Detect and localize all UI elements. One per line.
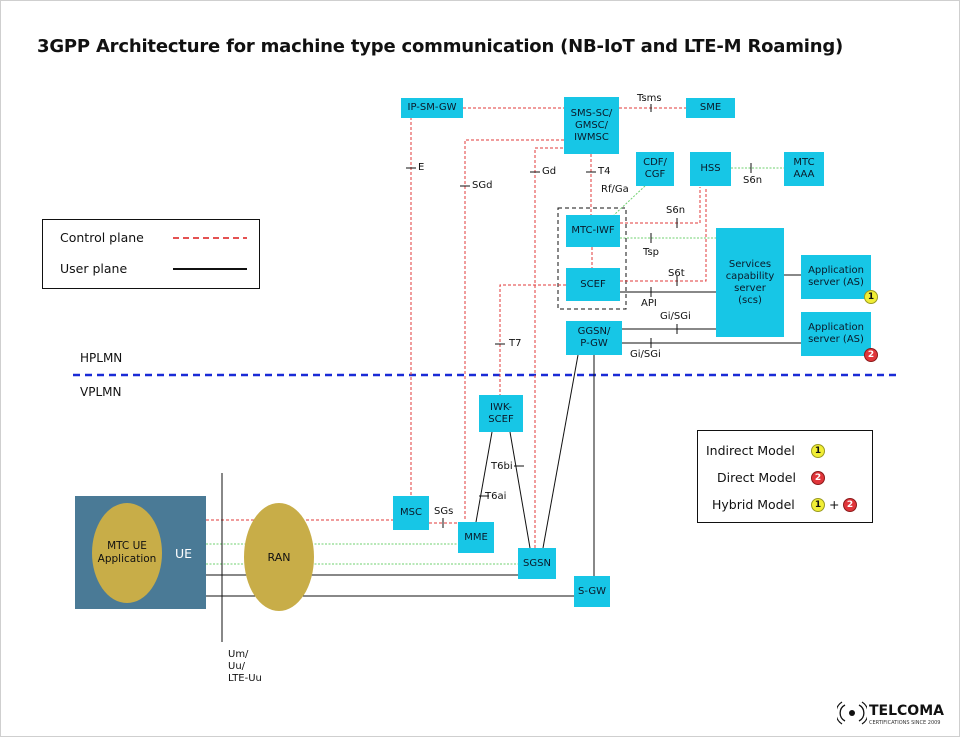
logo-tagline: CERTIFICATIONS SINCE 2009 [869, 720, 941, 726]
s6t-label: S6t [668, 268, 685, 279]
sgsn-node: SGSN [518, 548, 556, 579]
gi-sgi-label-2: Gi/SGi [630, 349, 661, 360]
hybrid-plus-sign: + [829, 497, 840, 512]
scef-node: SCEF [566, 268, 620, 301]
gd-label: Gd [542, 166, 557, 177]
um-uu-lte-uu-label: Um/ Uu/ LTE-Uu [228, 649, 262, 684]
mtc-aaa-node: MTC AAA [784, 152, 824, 186]
ue-label: UE [175, 546, 193, 561]
services-capability-server-node: Services capability server (scs) [716, 228, 784, 337]
sgs-label: SGs [434, 506, 454, 517]
application-server-2-node: Application server (AS) [801, 312, 871, 356]
tsp-label: Tsp [643, 247, 660, 258]
application-server-1-node: Application server (AS) [801, 255, 871, 299]
models-legend: Indirect Model 1 Direct Model 2 Hybrid M… [697, 430, 873, 523]
hss-node: HSS [690, 152, 731, 186]
vplmn-label: VPLMN [80, 385, 122, 399]
sms-sc-node: SMS-SC/ GMSC/ IWMSC [564, 97, 619, 154]
ip-sm-gw-node: IP-SM-GW [401, 98, 463, 118]
user-plane-label: User plane [60, 261, 128, 276]
hybrid-model-badge-1: 1 [811, 498, 825, 512]
control-plane-label: Control plane [60, 230, 144, 245]
hplmn-label: HPLMN [80, 351, 123, 365]
rf-ga-label: Rf/Ga [601, 184, 629, 195]
t7-label: T7 [509, 338, 522, 349]
mtc-ue-application: MTC UE Application [92, 503, 162, 603]
mme-node: MME [458, 522, 494, 553]
mtc-iwf-node: MTC-IWF [566, 215, 620, 247]
direct-model-badge: 2 [811, 471, 825, 485]
indirect-model-badge: 1 [811, 444, 825, 458]
telcoma-logo-icon [837, 701, 867, 725]
direct-model-label: Direct Model [717, 470, 796, 485]
as1-indirect-badge: 1 [864, 290, 878, 304]
api-label: API [641, 298, 657, 309]
plane-legend: Control plane User plane [42, 219, 260, 289]
tsms-label: Tsms [637, 93, 662, 104]
ran-node: RAN [244, 503, 314, 611]
t6bi-label: T6bi [491, 461, 513, 472]
gi-sgi-label-1: Gi/SGi [660, 311, 691, 322]
t4-label: T4 [598, 166, 611, 177]
ggsn-pgw-node: GGSN/ P-GW [566, 321, 622, 355]
hybrid-model-label: Hybrid Model [712, 497, 795, 512]
logo-wordmark: TELCOMA [869, 703, 944, 719]
t6ai-label: T6ai [485, 491, 507, 502]
e-label: E [418, 162, 425, 173]
msc-node: MSC [393, 496, 429, 530]
sgw-node: S-GW [574, 576, 610, 607]
iwk-scef-node: IWK- SCEF [479, 395, 523, 432]
cdf-cgf-node: CDF/ CGF [636, 152, 674, 186]
diagram-title: 3GPP Architecture for machine type commu… [37, 36, 844, 57]
s6n-label: S6n [666, 205, 686, 216]
sme-node: SME [686, 98, 735, 118]
indirect-model-label: Indirect Model [706, 443, 795, 458]
s6n-hss-label: S6n [743, 175, 763, 186]
hybrid-model-badge-2: 2 [843, 498, 857, 512]
sgd-label: SGd [472, 180, 493, 191]
as2-direct-badge: 2 [864, 348, 878, 362]
